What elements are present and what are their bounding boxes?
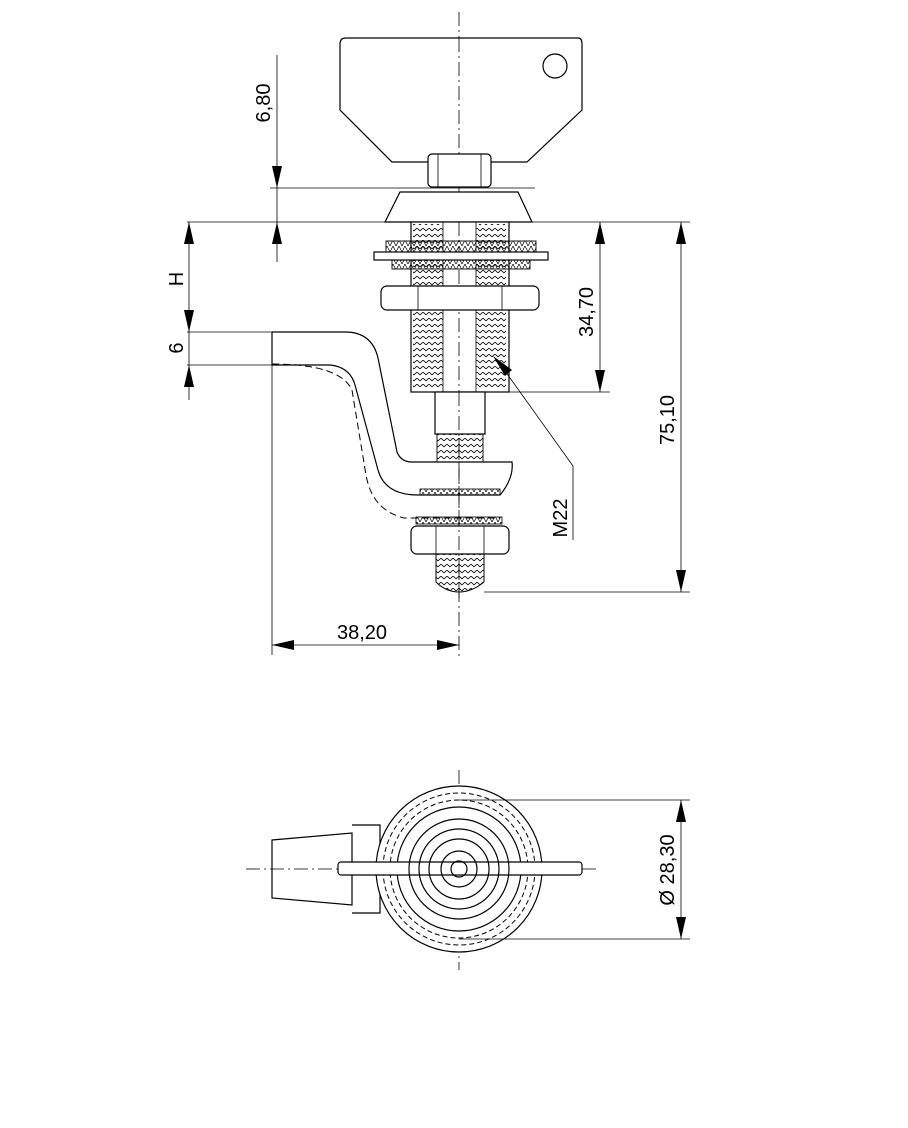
serrated-washer-bottom [391,259,531,270]
spindle-thread-upper [436,433,484,463]
dim-label-38-20: 38,20 [337,622,387,644]
dim-label-34-70: 34,70 [576,287,598,337]
dim-75-10: 75,10 [484,222,690,593]
nut-ring [408,818,510,920]
dim-label-6-80: 6,80 [253,84,275,123]
dim-6-80: 6,80 [253,55,282,262]
cam-end-view [271,832,353,906]
spindle-ring [428,838,490,900]
hex-nut-upper [380,285,540,311]
spindle [434,391,486,435]
center-hole [450,860,468,878]
cam-hidden-position [271,363,500,519]
dim-6: 6 [166,342,275,387]
dim-34-70: 34,70 [509,222,610,393]
key-hole [542,53,568,79]
spindle-thread-lower [435,553,485,593]
cam-plate-end-view [337,861,583,876]
serrated-washer-top [385,240,537,253]
dim-m22: M22 [493,356,574,540]
key-wing-handle [339,37,583,163]
dim-diameter: Ø 28,30 [459,799,690,940]
body-ring [418,828,500,910]
dim-label-m22: M22 [550,499,572,538]
dim-label-6: 6 [166,342,188,353]
side-view: 6,80 H 6 34,70 [166,12,690,660]
cam-washer-upper [419,488,501,496]
end-view: Ø 28,30 [246,770,690,970]
cam-arm [272,331,513,496]
key-shank-ring [440,850,478,888]
hex-nut-lower [410,525,510,555]
flat-washer [373,251,549,261]
bezel-head [384,191,533,223]
dim-label-75-10: 75,10 [657,395,679,445]
dim-38-20: 38,20 [271,365,459,655]
dim-label-h: H [166,272,188,286]
dim-h: H [166,222,275,400]
key-shank [427,153,492,188]
dim-label-diameter: Ø 28,30 [657,834,679,905]
